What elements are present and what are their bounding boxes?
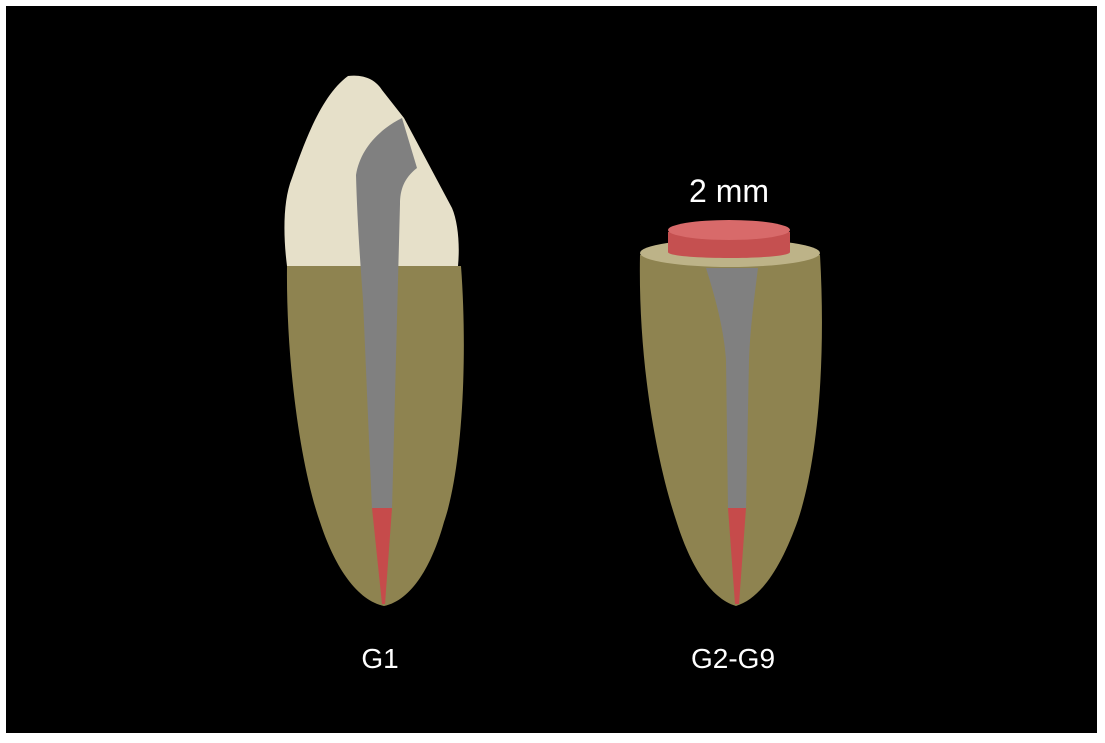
coronal-barrier-top <box>668 220 790 240</box>
coronal-barrier-disc <box>668 220 790 258</box>
black-background <box>6 6 1097 733</box>
barrier-thickness-label: 2 mm <box>689 173 769 209</box>
tooth-g2-g9-label: G2-G9 <box>691 643 775 674</box>
tooth-g1-label: G1 <box>361 643 398 674</box>
